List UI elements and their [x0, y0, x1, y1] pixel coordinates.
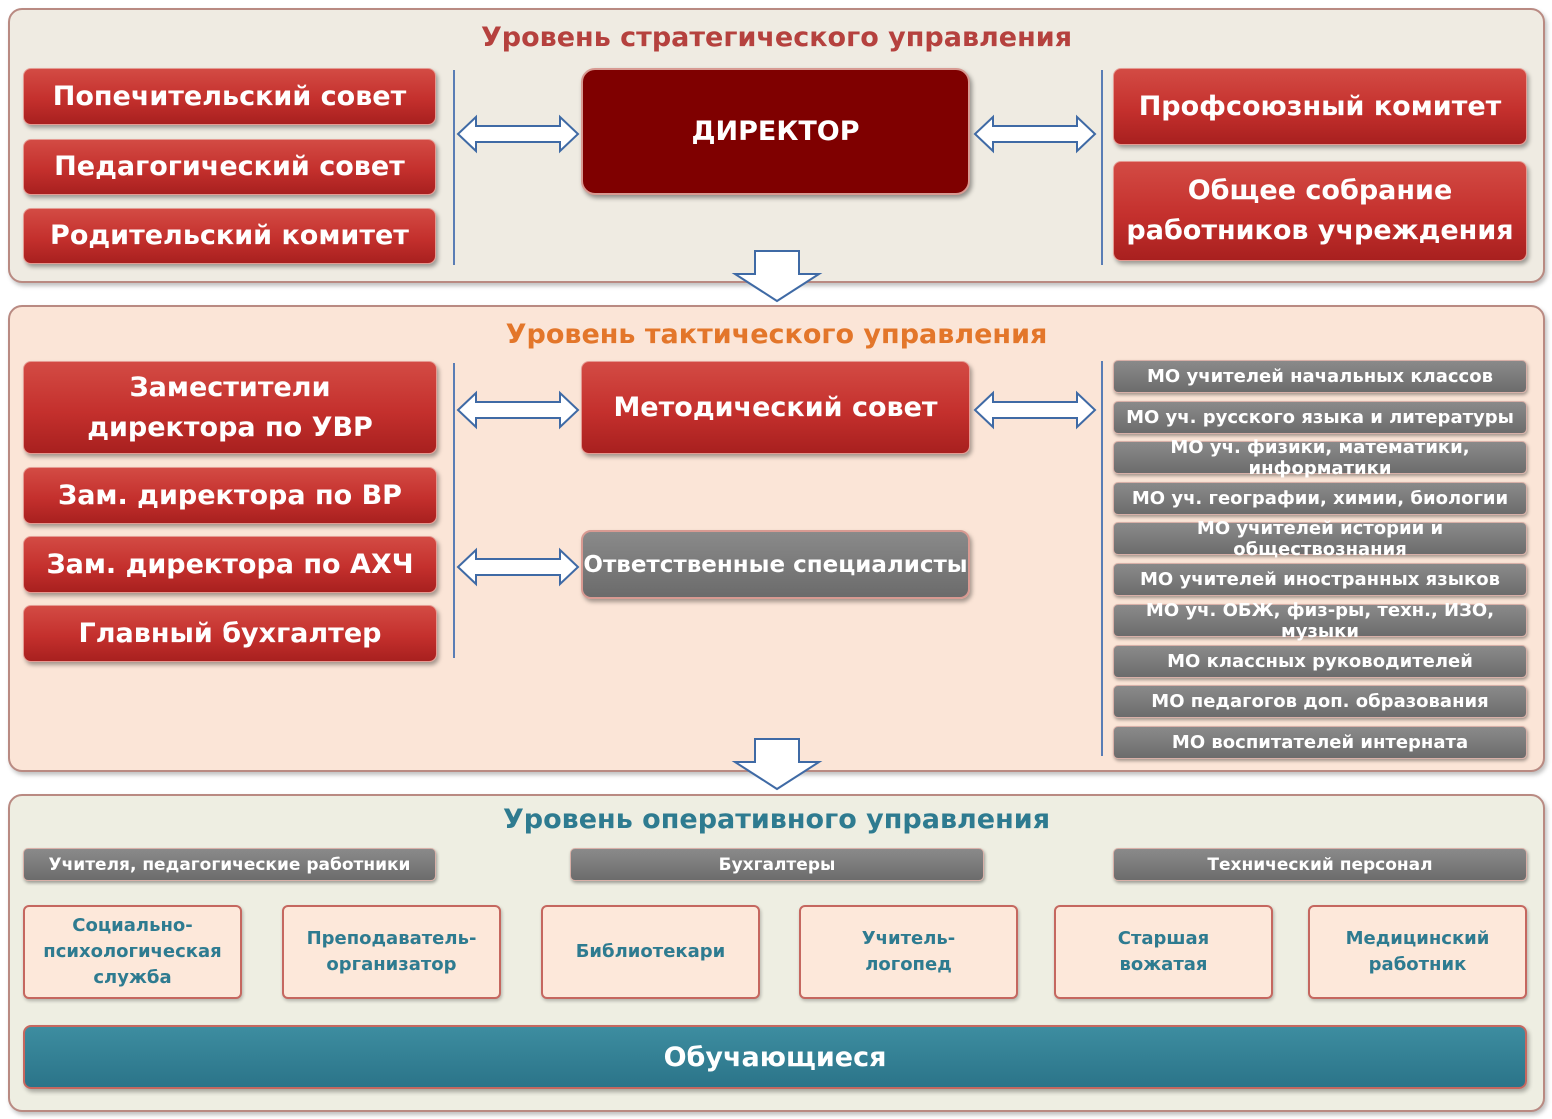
- mo-item[interactable]: МО уч. физики, математики, информатики: [1113, 437, 1527, 479]
- strategic-left-double-arrow: [456, 114, 580, 154]
- tactical-right-bracket: [1101, 361, 1103, 756]
- social-psychological-service-box[interactable]: Социально-психологическая служба: [23, 905, 242, 999]
- deputy-director-ahch-box[interactable]: Зам. директора по АХЧ: [23, 536, 437, 593]
- specialists-double-arrow: [456, 547, 580, 587]
- technical-staff-group-bar[interactable]: Технический персонал: [1113, 848, 1527, 881]
- mo-item[interactable]: МО педагогов доп. образования: [1113, 685, 1527, 718]
- general-meeting-box[interactable]: Общее собрание работников учреждения: [1113, 161, 1527, 261]
- speech-therapist-box[interactable]: Учитель-логопед: [799, 905, 1018, 999]
- teacher-organizer-box[interactable]: Преподаватель-организатор: [282, 905, 501, 999]
- operational-level-title: Уровень оперативного управления: [502, 804, 1051, 835]
- tactical-level-title: Уровень тактического управления: [505, 319, 1048, 350]
- teachers-group-bar[interactable]: Учителя, педагогические работники: [23, 848, 436, 881]
- mo-item[interactable]: МО уч. ОБЖ, физ-ры, техн., ИЗО, музыки: [1113, 600, 1527, 642]
- medical-worker-box[interactable]: Медицинский работник: [1308, 905, 1527, 999]
- responsible-specialists-box[interactable]: Ответственные специалисты: [581, 530, 970, 599]
- deputy-director-vr-box[interactable]: Зам. директора по ВР: [23, 467, 437, 524]
- deputy-directors-uvr-box[interactable]: Заместители директора по УВР: [23, 361, 437, 454]
- strategic-right-double-arrow: [973, 114, 1097, 154]
- chief-accountant-box[interactable]: Главный бухгалтер: [23, 605, 437, 662]
- methodical-council-box[interactable]: Методический совет: [581, 361, 970, 454]
- students-bar[interactable]: Обучающиеся: [23, 1025, 1527, 1089]
- parents-committee-box[interactable]: Родительский комитет: [23, 208, 436, 264]
- librarians-box[interactable]: Библиотекари: [541, 905, 760, 999]
- mo-item[interactable]: МО классных руководителей: [1113, 645, 1527, 678]
- accountants-group-bar[interactable]: Бухгалтеры: [570, 848, 984, 881]
- tactical-left-bracket: [453, 363, 455, 658]
- board-of-trustees-box[interactable]: Попечительский совет: [23, 68, 436, 125]
- tactical-left-double-arrow: [456, 390, 580, 430]
- strategic-left-bracket: [453, 70, 455, 265]
- mo-item[interactable]: МО учителей начальных классов: [1113, 360, 1527, 393]
- strategic-to-tactical-down-arrow: [731, 250, 823, 303]
- mo-item[interactable]: МО учителей иностранных языков: [1113, 563, 1527, 596]
- mo-item[interactable]: МО учителей истории и обществознания: [1113, 518, 1527, 560]
- mo-item[interactable]: МО уч. географии, химии, биологии: [1113, 482, 1527, 515]
- strategic-level-title: Уровень стратегического управления: [480, 22, 1073, 53]
- pedagogical-council-box[interactable]: Педагогический совет: [23, 139, 436, 195]
- strategic-right-bracket: [1101, 70, 1103, 265]
- senior-counselor-box[interactable]: Старшая вожатая: [1054, 905, 1273, 999]
- director-box[interactable]: ДИРЕКТОР: [581, 68, 970, 195]
- tactical-to-operational-down-arrow: [731, 738, 823, 791]
- mo-item[interactable]: МО уч. русского языка и литературы: [1113, 401, 1527, 434]
- trade-union-committee-box[interactable]: Профсоюзный комитет: [1113, 68, 1527, 145]
- tactical-right-double-arrow: [973, 390, 1097, 430]
- mo-item[interactable]: МО воспитателей интерната: [1113, 726, 1527, 759]
